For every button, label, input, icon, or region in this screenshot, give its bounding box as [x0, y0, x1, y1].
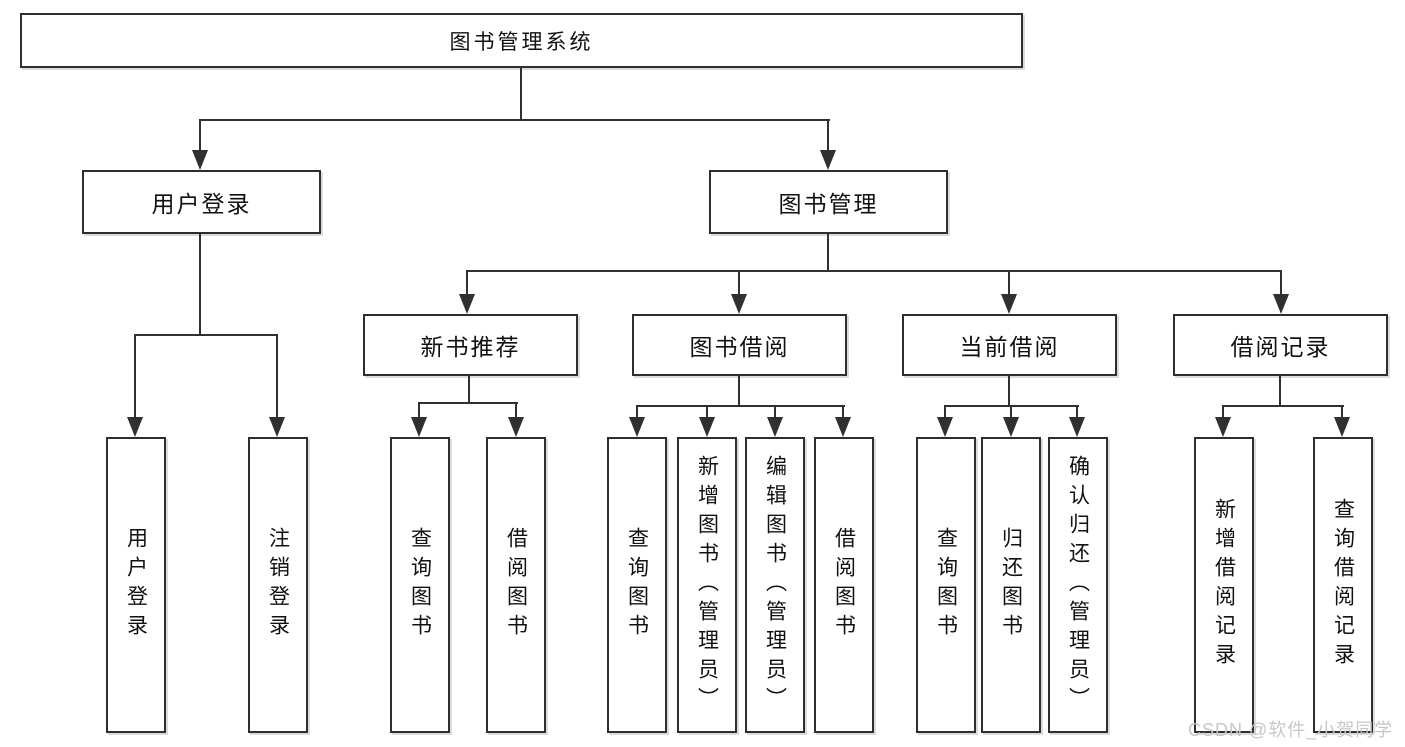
connector-line: [1008, 270, 1010, 294]
connector-line: [738, 376, 740, 407]
connector-line: [199, 119, 830, 121]
node-label: 借阅记录: [1230, 334, 1331, 360]
leaf-user-login: 用户登录: [106, 437, 166, 733]
arrowhead-down-icon: [1215, 417, 1231, 437]
arrowhead-down-icon: [699, 417, 715, 437]
node-book-borrowing: 图书借阅: [632, 314, 847, 376]
arrowhead-down-icon: [127, 417, 143, 437]
connector-line: [842, 405, 844, 417]
arrowhead-down-icon: [1069, 417, 1085, 437]
connector-line: [636, 405, 638, 417]
node-label: 图书管理: [778, 191, 879, 217]
arrowhead-down-icon: [820, 150, 836, 170]
node-label: 归还图书: [999, 527, 1023, 643]
node-label: 查询图书: [934, 527, 958, 643]
leaf-add-borrow-record: 新增借阅记录: [1194, 437, 1254, 733]
connector-line: [468, 376, 470, 404]
arrowhead-down-icon: [767, 417, 783, 437]
arrowhead-down-icon: [629, 417, 645, 437]
connector-line: [1279, 376, 1281, 407]
node-new-book-recommendation: 新书推荐: [363, 314, 578, 376]
connector-line: [276, 334, 278, 417]
node-label: 图书管理系统: [449, 30, 594, 54]
leaf-query-books-current: 查询图书: [916, 437, 976, 733]
connector-line: [1222, 405, 1224, 417]
arrowhead-down-icon: [508, 417, 524, 437]
connector-line: [418, 402, 518, 404]
node-label: 查询借阅记录: [1331, 498, 1355, 672]
leaf-query-borrow-record: 查询借阅记录: [1313, 437, 1373, 733]
connector-line: [774, 405, 776, 417]
arrowhead-down-icon: [459, 294, 475, 314]
connector-line: [199, 234, 201, 336]
connector-line: [636, 405, 845, 407]
leaf-logout: 注销登录: [248, 437, 308, 733]
connector-line: [827, 234, 829, 272]
leaf-confirm-return-admin: 确认归还（管理员）: [1048, 437, 1108, 733]
arrowhead-down-icon: [1003, 417, 1019, 437]
arrowhead-down-icon: [1001, 294, 1017, 314]
node-label: 新书推荐: [420, 334, 521, 360]
arrowhead-down-icon: [835, 417, 851, 437]
node-library-management-system: 图书管理系统: [20, 13, 1023, 68]
arrowhead-down-icon: [269, 417, 285, 437]
connector-line: [515, 402, 517, 417]
arrowhead-down-icon: [1334, 417, 1350, 437]
connector-line: [1222, 405, 1344, 407]
connector-line: [520, 68, 522, 120]
node-book-management: 图书管理: [709, 170, 948, 234]
arrowhead-down-icon: [731, 294, 747, 314]
leaf-borrow-books-recommend: 借阅图书: [486, 437, 546, 733]
node-label: 查询图书: [625, 527, 649, 643]
connector-line: [827, 119, 829, 150]
connector-line: [1076, 405, 1078, 417]
node-label: 查询图书: [408, 527, 432, 643]
connector-line: [944, 405, 946, 417]
node-label: 图书借阅: [689, 334, 790, 360]
node-label: 新增图书（管理员）: [695, 454, 719, 716]
csdn-watermark: CSDN @软件_小贺同学: [1188, 720, 1394, 740]
leaf-query-books-recommend: 查询图书: [390, 437, 450, 733]
node-current-borrowing: 当前借阅: [902, 314, 1117, 376]
connector-line: [199, 119, 201, 150]
connector-line: [134, 334, 278, 336]
connector-line: [466, 270, 1282, 272]
leaf-borrow-books-borrow: 借阅图书: [814, 437, 874, 733]
connector-line: [418, 402, 420, 417]
connector-line: [1341, 405, 1343, 417]
node-borrowing-records: 借阅记录: [1173, 314, 1388, 376]
node-user-login: 用户登录: [82, 170, 321, 234]
node-label: 用户登录: [151, 191, 252, 217]
arrowhead-down-icon: [192, 150, 208, 170]
connector-line: [738, 270, 740, 294]
leaf-return-books: 归还图书: [981, 437, 1041, 733]
connector-line: [466, 270, 468, 294]
node-label: 编辑图书（管理员）: [763, 454, 787, 716]
arrowhead-down-icon: [937, 417, 953, 437]
node-label: 用户登录: [124, 527, 148, 643]
arrowhead-down-icon: [1273, 294, 1289, 314]
leaf-query-books-borrow: 查询图书: [607, 437, 667, 733]
connector-line: [706, 405, 708, 417]
connector-line: [1008, 376, 1010, 407]
node-label: 借阅图书: [504, 527, 528, 643]
node-label: 确认归还（管理员）: [1066, 454, 1090, 716]
arrowhead-down-icon: [411, 417, 427, 437]
node-label: 注销登录: [266, 527, 290, 643]
node-label: 当前借阅: [959, 334, 1060, 360]
connector-line: [1010, 405, 1012, 417]
connector-line: [134, 334, 136, 417]
node-label: 借阅图书: [832, 527, 856, 643]
connector-line: [1280, 270, 1282, 294]
node-label: 新增借阅记录: [1212, 498, 1236, 672]
leaf-edit-book-admin: 编辑图书（管理员）: [745, 437, 805, 733]
leaf-add-book-admin: 新增图书（管理员）: [677, 437, 737, 733]
